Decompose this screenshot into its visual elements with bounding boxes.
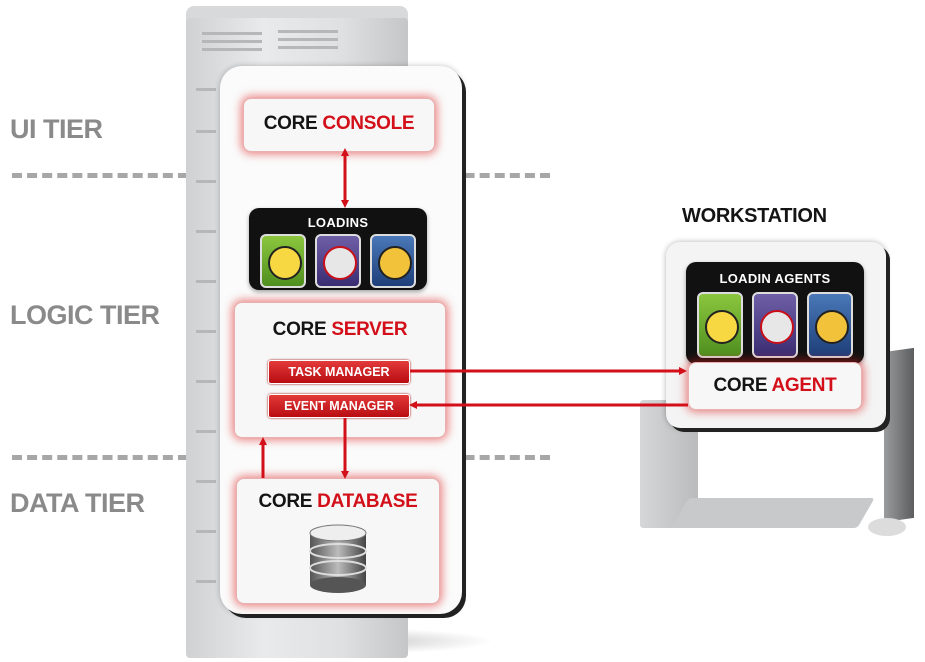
loadins-box[interactable]: LOADINS xyxy=(249,208,427,290)
workstation-title: WORKSTATION xyxy=(682,205,827,227)
handshake-icon xyxy=(268,246,302,280)
wrench-icon xyxy=(815,310,849,344)
core-server-title: CORE SERVER xyxy=(272,319,408,340)
core-agent-box[interactable]: CORE AGENT xyxy=(688,362,862,410)
logic-tier-label: LOGIC TIER xyxy=(10,300,160,330)
mouse xyxy=(868,518,906,536)
event-manager-button[interactable]: EVENT MANAGER xyxy=(268,394,410,418)
loadin-blue-tile[interactable] xyxy=(370,234,416,288)
loadin-agents-box[interactable]: LOADIN AGENTS xyxy=(686,262,864,364)
database-icon xyxy=(309,524,367,593)
agent-purple-tile[interactable] xyxy=(752,292,798,358)
handshake-icon xyxy=(705,310,739,344)
lifebuoy-icon xyxy=(760,310,794,344)
loadin-agents-title: LOADIN AGENTS xyxy=(719,271,831,286)
loadin-purple-tile[interactable] xyxy=(315,234,361,288)
core-console-box[interactable]: CORE CONSOLE xyxy=(243,98,435,152)
core-console-title: CORE CONSOLE xyxy=(263,113,415,134)
data-tier-label: DATA TIER xyxy=(10,488,145,518)
core-agent-title: CORE AGENT xyxy=(713,375,837,396)
loadins-title: LOADINS xyxy=(307,215,369,230)
task-manager-button[interactable]: TASK MANAGER xyxy=(268,360,410,384)
loadin-green-tile[interactable] xyxy=(260,234,306,288)
agent-blue-tile[interactable] xyxy=(807,292,853,358)
agent-green-tile[interactable] xyxy=(697,292,743,358)
core-database-title: CORE DATABASE xyxy=(258,491,418,512)
core-database-box[interactable]: CORE DATABASE xyxy=(236,478,440,604)
wrench-icon xyxy=(378,246,412,280)
lifebuoy-icon xyxy=(323,246,357,280)
ui-tier-label: UI TIER xyxy=(10,114,103,144)
